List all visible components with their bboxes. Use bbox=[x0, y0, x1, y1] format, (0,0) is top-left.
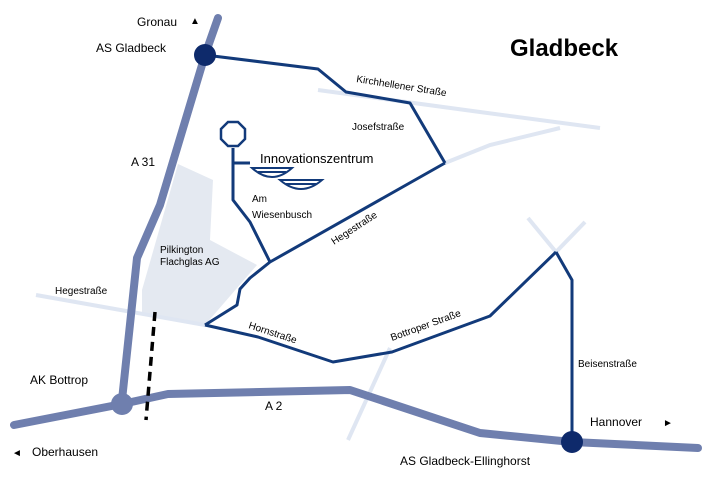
highway-a31-label: A 31 bbox=[131, 155, 155, 169]
route-am-wiesenbusch bbox=[231, 148, 272, 263]
junction-ak-bottrop-label: AK Bottrop bbox=[30, 373, 88, 387]
direction-oberhausen: Oberhausen bbox=[32, 445, 98, 459]
arrow-left-icon: ◄ bbox=[12, 448, 22, 459]
planned-connection bbox=[144, 311, 157, 421]
junction-as-ellinghorst-label: AS Gladbeck-Ellinghorst bbox=[400, 454, 531, 468]
city-title: Gladbeck bbox=[510, 35, 619, 62]
junction-as-gladbeck-marker bbox=[194, 44, 216, 66]
am-wiesenbusch-line1: Am bbox=[252, 194, 267, 205]
am-wiesenbusch-line2: Wiesenbusch bbox=[252, 210, 312, 221]
minor-roads bbox=[35, 88, 601, 441]
route-roads bbox=[204, 53, 574, 442]
street-josef: Josefstraße bbox=[352, 122, 405, 133]
route-horn-bottroper bbox=[204, 250, 558, 364]
street-hege-left: Hegestraße bbox=[55, 286, 108, 297]
route-beisen bbox=[554, 251, 574, 442]
arrow-up-icon: ▲ bbox=[190, 16, 200, 27]
route-kirchhellener bbox=[204, 53, 447, 164]
junction-as-gladbeck-label: AS Gladbeck bbox=[96, 41, 167, 55]
minor-road-northeast bbox=[444, 126, 561, 165]
direction-gronau: Gronau bbox=[137, 15, 177, 29]
street-beisen: Beisenstraße bbox=[578, 359, 637, 370]
highway-a2-label: A 2 bbox=[265, 399, 283, 413]
innovation-center-label: Innovationszentrum bbox=[260, 151, 373, 166]
junction-as-ellinghorst-marker bbox=[561, 431, 583, 453]
innovation-center-icon bbox=[219, 120, 247, 148]
arrow-right-icon: ► bbox=[663, 418, 673, 429]
pilkington-line2: Flachglas AG bbox=[160, 257, 220, 268]
minor-road-hegestrasse-west bbox=[35, 293, 206, 327]
direction-hannover: Hannover bbox=[590, 415, 642, 429]
junction-ak-bottrop-marker bbox=[111, 393, 133, 415]
route-josef-hege bbox=[204, 161, 446, 327]
minor-road-southeast-1 bbox=[526, 216, 558, 254]
building-markers bbox=[249, 167, 325, 190]
pilkington-area bbox=[142, 164, 257, 325]
minor-road-southeast-2 bbox=[554, 220, 587, 254]
pilkington-line1: Pilkington bbox=[160, 245, 203, 256]
